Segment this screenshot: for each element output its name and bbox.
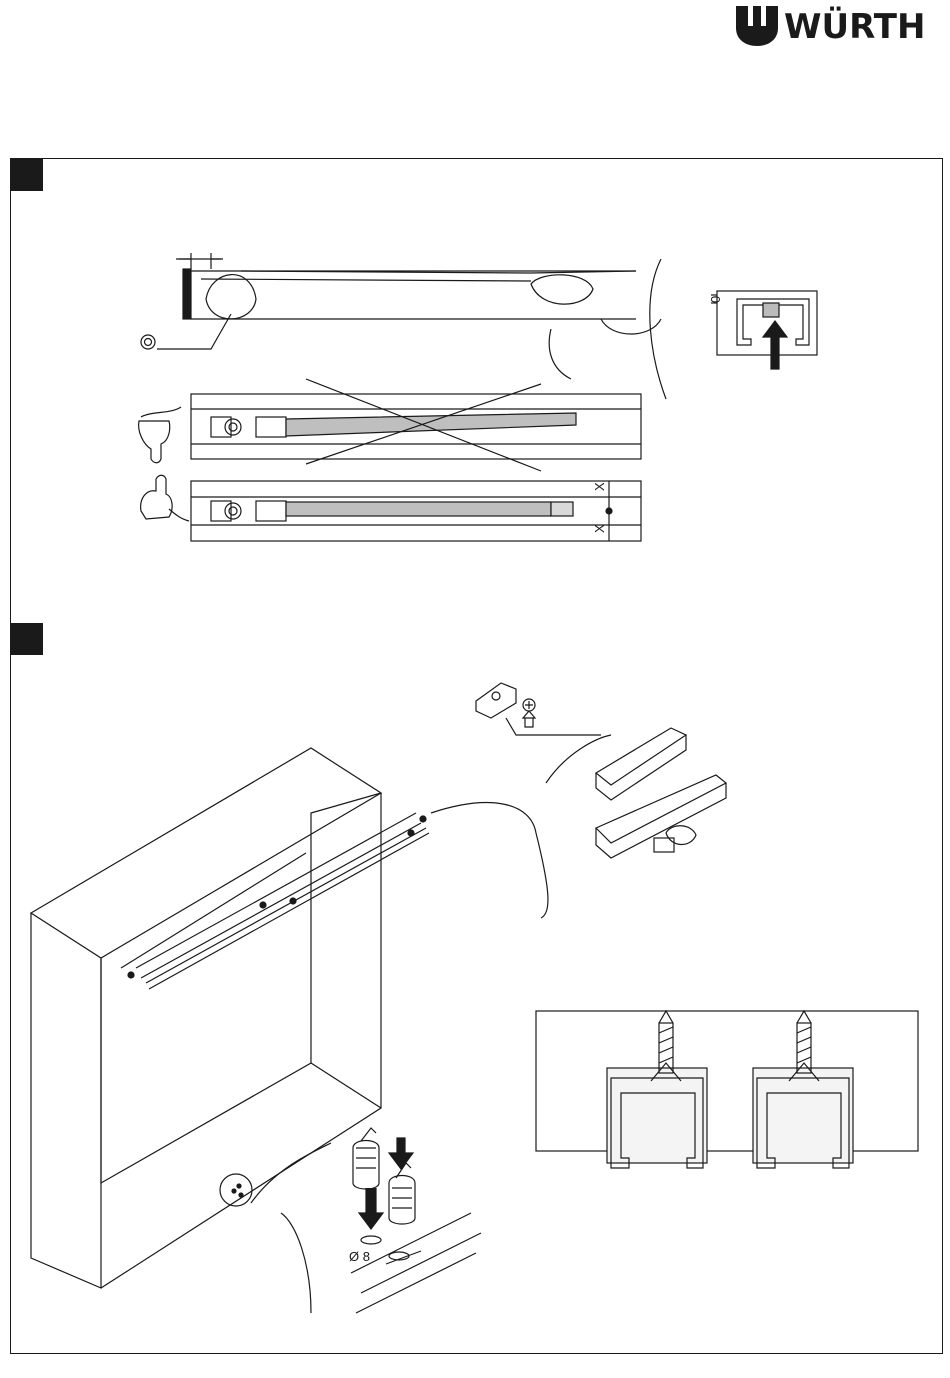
measure-zero-label: 0 [708,296,723,303]
step-2-illustration: Ø 8 [11,623,942,1353]
wurth-logo-mark: WÜRTH [734,2,944,48]
wurth-logo: WÜRTH [734,2,944,48]
step-1-panel: 0 X X [10,158,943,625]
measure-x-bottom-label: X [592,524,607,533]
brand-wordmark: WÜRTH [784,6,925,47]
hole-diameter-label: Ø 8 [349,1249,370,1264]
step-1-illustration: 0 X X [11,159,942,624]
step-2-panel: Ø 8 [10,623,943,1354]
measure-x-top-label: X [592,482,607,491]
